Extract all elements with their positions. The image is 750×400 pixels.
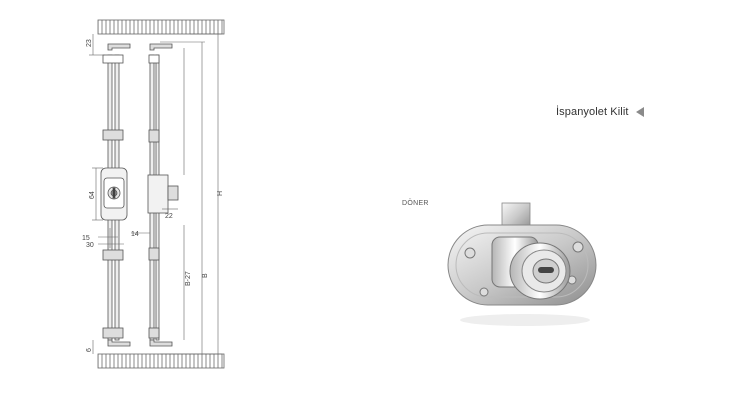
dim-bottom-offset: 6 [86, 348, 93, 352]
dim-length-h: H [217, 191, 224, 196]
product-title: İspanyolet Kilit [556, 106, 629, 118]
lock-photo [447, 202, 597, 326]
dim-length-b: B [202, 273, 209, 278]
dim-offset-b: 30 [86, 242, 94, 249]
dim-bolt-width: 22 [165, 213, 173, 220]
dim-bolt-offset: 14 [131, 231, 139, 238]
dim-offset-a: 15 [82, 235, 90, 242]
right-rod-assembly [147, 43, 179, 347]
dim-body-height: 64 [89, 191, 96, 199]
top-frame [97, 19, 225, 35]
bottom-frame [97, 353, 225, 369]
product-title-row: İspanyolet Kilit [556, 106, 644, 118]
technical-drawing: 23 64 15 30 14 22 B-27 B H 6 [82, 19, 225, 369]
dim-length-b-minus: B-27 [185, 271, 192, 286]
left-rod-assembly [100, 43, 131, 347]
variant-label: DÖNER [402, 200, 429, 207]
dim-top-offset: 23 [86, 39, 93, 47]
triangle-left-icon [635, 107, 644, 117]
